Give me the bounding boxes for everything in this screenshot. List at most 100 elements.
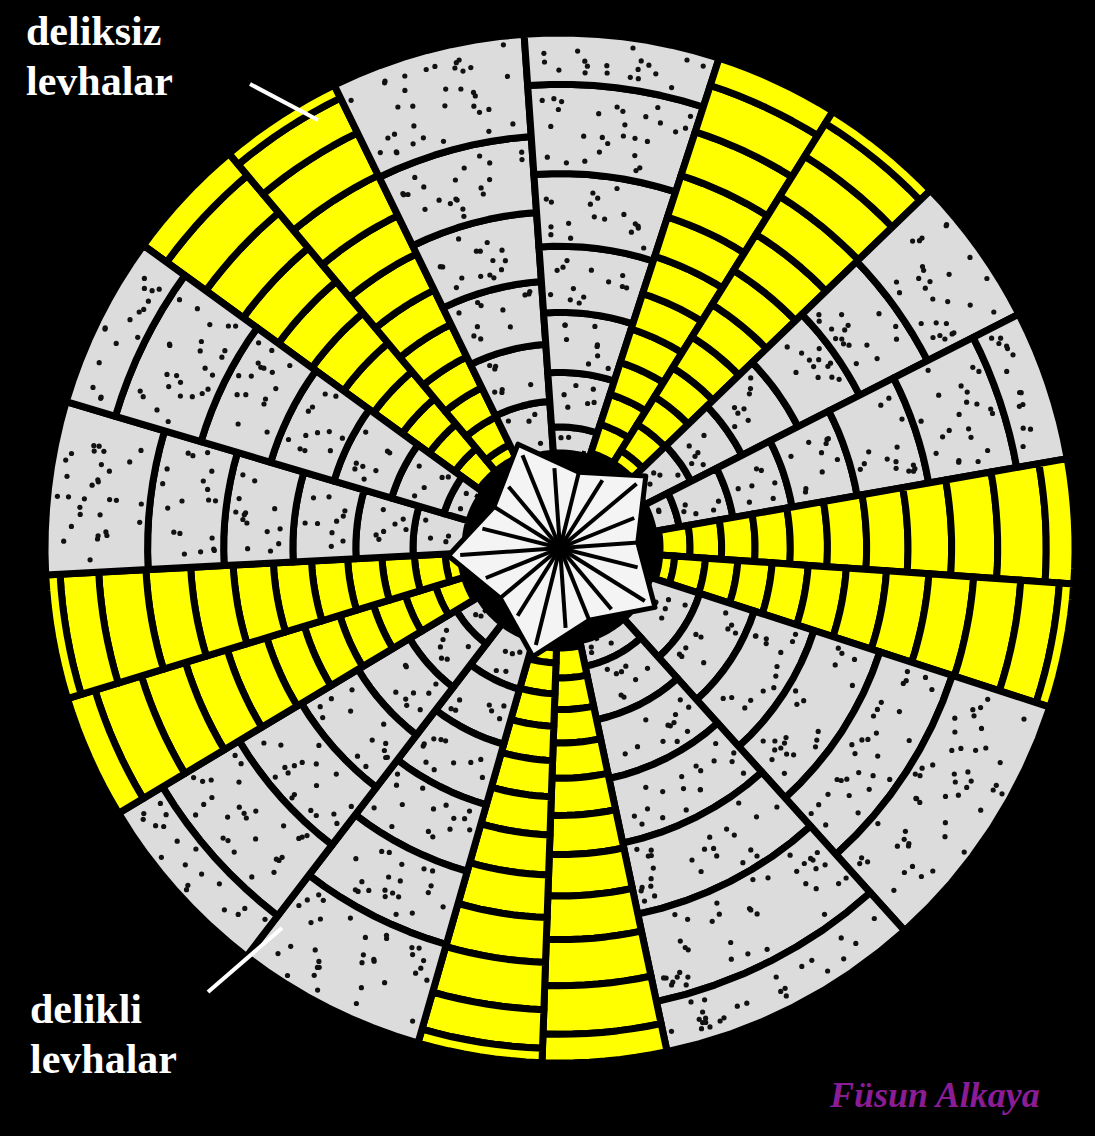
pore-dot	[748, 907, 753, 912]
pore-dot	[296, 903, 301, 908]
pore-dot	[399, 862, 404, 867]
pore-dot	[370, 738, 375, 743]
pore-dot	[329, 530, 334, 535]
pore-dot	[478, 613, 483, 618]
pore-dot	[431, 736, 436, 741]
pore-dot	[540, 98, 545, 103]
pore-dot	[77, 505, 82, 510]
pore-dot	[395, 104, 400, 109]
pore-dot	[657, 473, 662, 478]
pore-dot	[541, 51, 546, 56]
pore-dot	[193, 812, 198, 817]
pore-dot	[897, 709, 902, 714]
pore-dot	[349, 687, 354, 692]
pore-dot	[606, 279, 611, 284]
pore-dot	[381, 529, 386, 534]
pore-dot	[451, 816, 456, 821]
pore-dot	[386, 874, 391, 879]
pore-dot	[930, 335, 935, 340]
pore-dot	[159, 855, 164, 860]
pore-dot	[872, 916, 877, 921]
pore-dot	[907, 738, 912, 743]
pore-dot	[788, 853, 793, 858]
pore-dot	[127, 459, 132, 464]
apical-suture	[460, 548, 560, 555]
pore-dot	[273, 775, 278, 780]
pore-dot	[101, 449, 106, 454]
pore-dot	[813, 866, 818, 871]
pore-dot	[614, 671, 619, 676]
pore-dot	[772, 480, 777, 485]
pore-dot	[825, 792, 830, 797]
solid-plate	[46, 574, 81, 698]
pore-dot	[372, 805, 377, 810]
pore-dot	[814, 886, 819, 891]
pore-dot	[634, 847, 639, 852]
pore-dot	[930, 762, 935, 767]
pore-dot	[64, 474, 69, 479]
pore-dot	[753, 633, 758, 638]
pore-dot	[276, 541, 281, 546]
pore-dot	[656, 508, 661, 513]
pore-dot	[1017, 404, 1022, 409]
pore-dot	[454, 285, 459, 290]
pore-dot	[394, 912, 399, 917]
pore-dot	[55, 494, 60, 499]
pore-dot	[503, 258, 508, 263]
pore-dot	[815, 850, 820, 855]
pore-dot	[150, 288, 155, 293]
pore-dot	[905, 669, 910, 674]
pore-dot	[894, 337, 899, 342]
pore-dot	[410, 104, 415, 109]
pore-dot	[605, 70, 610, 75]
pore-dot	[175, 839, 180, 844]
pore-dot	[387, 450, 392, 455]
pore-dot	[135, 335, 140, 340]
pore-dot	[893, 459, 898, 464]
pore-dot	[426, 829, 431, 834]
solid-plate	[903, 480, 952, 575]
pore-dot	[636, 67, 641, 72]
pore-dot	[904, 678, 909, 683]
pore-dot	[556, 68, 561, 73]
pore-dot	[340, 436, 345, 441]
pore-dot	[731, 750, 736, 755]
pore-dot	[420, 786, 425, 791]
pore-dot	[934, 451, 939, 456]
pore-dot	[926, 368, 931, 373]
pore-dot	[308, 808, 313, 813]
pore-dot	[979, 726, 984, 731]
pore-dot	[528, 382, 533, 387]
pore-dot	[443, 87, 448, 92]
pore-dot	[839, 935, 844, 940]
pore-dot	[850, 683, 855, 688]
pore-dot	[287, 363, 292, 368]
pore-dot	[205, 387, 210, 392]
pore-dot	[694, 763, 699, 768]
pore-dot	[774, 974, 779, 979]
pore-dot	[456, 310, 461, 315]
pore-dot	[653, 71, 658, 76]
pore-dot	[401, 192, 406, 197]
pore-dot	[225, 815, 230, 820]
pore-dot	[602, 217, 607, 222]
pore-dot	[887, 777, 892, 782]
pore-dot	[735, 411, 740, 416]
pore-dot	[678, 939, 683, 944]
pore-dot	[431, 806, 436, 811]
pore-dot	[548, 292, 553, 297]
pore-dot	[417, 946, 422, 951]
pore-dot	[178, 380, 183, 385]
pore-dot	[791, 752, 796, 757]
pore-dot	[833, 336, 838, 341]
pore-dot	[252, 478, 257, 483]
pore-dot	[825, 364, 830, 369]
pore-dot	[732, 424, 737, 429]
pore-dot	[199, 872, 204, 877]
pore-dot	[209, 469, 214, 474]
pore-dot	[556, 107, 561, 112]
pore-dot	[732, 833, 737, 838]
pore-dot	[788, 454, 793, 459]
pore-dot	[166, 384, 171, 389]
pore-dot	[201, 802, 206, 807]
